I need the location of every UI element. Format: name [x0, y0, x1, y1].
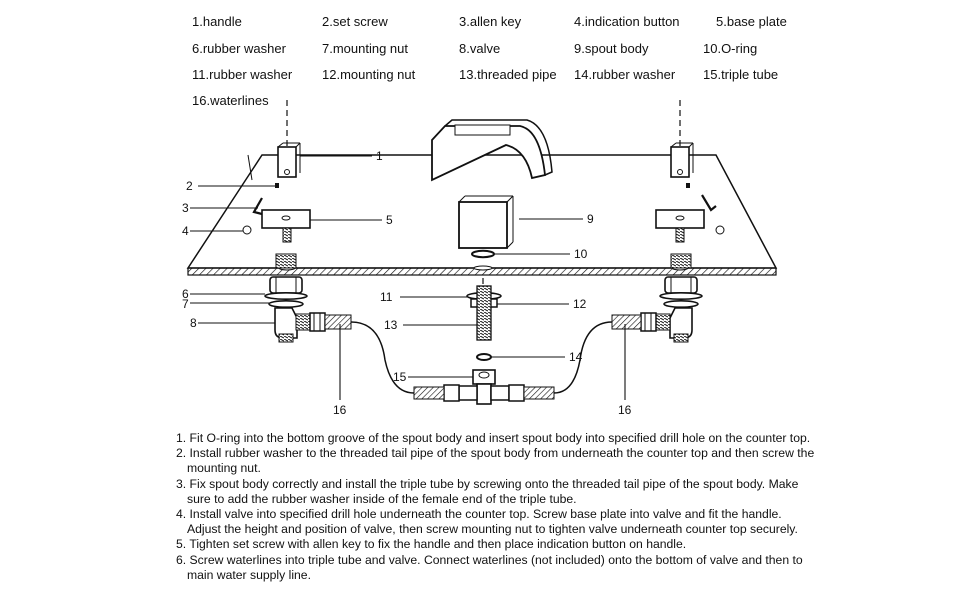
legend-item-o-ring: 10.O-ring: [703, 41, 758, 56]
callout-14: 14: [569, 350, 583, 364]
legend-item-handle: 1.handle: [192, 14, 242, 29]
left-valve: [264, 253, 352, 343]
legend-item-base-plate: 5.base plate: [716, 14, 787, 29]
waterlines: [350, 321, 613, 394]
left-set-screw: [275, 183, 279, 188]
legend-item-spout-body: 9.spout body: [574, 41, 649, 56]
spout-body: [431, 119, 553, 249]
callout-9: 9: [587, 212, 594, 226]
center-pipe-stack: [466, 285, 502, 361]
instruction-step-6: 6. Screw waterlines into triple tube and…: [176, 552, 803, 582]
instruction-step-4: 4. Install valve into specified drill ho…: [176, 507, 798, 537]
callout-12: 12: [573, 297, 587, 311]
left-handle-assembly: [242, 142, 311, 243]
callout-13: 13: [384, 318, 398, 332]
callout-8: 8: [190, 316, 197, 330]
instruction-step-5: 5. Tighten set screw with allen key to f…: [176, 537, 687, 552]
instruction-step-2: 2. Install rubber washer to the threaded…: [176, 446, 815, 476]
legend-item-set-screw: 2.set screw: [322, 14, 388, 29]
legend-item-threaded-pipe: 13.threaded pipe: [459, 67, 557, 82]
right-mounting-nut: [663, 299, 699, 308]
right-set-screw: [686, 183, 690, 188]
legend-item-rubber-washer-11: 11.rubber washer: [192, 67, 293, 82]
callout-16-left: 16: [333, 403, 347, 417]
legend-item-triple-tube: 15.triple tube: [703, 67, 779, 82]
callout-16-right: 16: [618, 403, 632, 417]
callout-numbers: 1 2 3 4 5 6 7 8 9 10 11 12 13 14 15 16 1…: [182, 149, 632, 417]
callout-5: 5: [386, 213, 393, 227]
instruction-step-3: 3. Fix spout body correctly and install …: [176, 476, 799, 506]
callout-3: 3: [182, 201, 189, 215]
legend-item-allen-key: 3.allen key: [459, 14, 522, 29]
legend-item-rubber-washer-14: 14.rubber washer: [574, 67, 676, 82]
legend-item-mounting-nut-12: 12.mounting nut: [322, 67, 416, 82]
right-handle-assembly: [655, 142, 725, 243]
parts-legend: 1.handle 2.set screw 3.allen key 4.indic…: [0, 0, 970, 110]
left-indication-button: [242, 225, 252, 235]
leader-lines: [190, 155, 626, 400]
callout-4: 4: [182, 224, 189, 238]
callout-11: 11: [380, 290, 393, 304]
triple-tube: [413, 369, 555, 405]
right-handle: [670, 146, 690, 178]
legend-item-waterlines: 16.waterlines: [192, 93, 269, 108]
left-allen-key: [252, 197, 263, 216]
center-rubber-washer-14: [476, 353, 492, 361]
installation-instructions: 1. Fit O-ring into the bottom groove of …: [176, 431, 816, 583]
legend-item-mounting-nut-7: 7.mounting nut: [322, 41, 409, 56]
callout-1: 1: [376, 149, 383, 163]
callout-7: 7: [182, 297, 189, 311]
right-rubber-washer: [659, 291, 703, 300]
left-handle: [277, 146, 297, 178]
right-valve: [611, 253, 703, 343]
callout-10: 10: [574, 247, 588, 261]
right-allen-key: [701, 194, 717, 212]
left-rubber-washer: [264, 291, 308, 300]
instruction-step-1: 1. Fit O-ring into the bottom groove of …: [176, 431, 811, 445]
threaded-pipe: [476, 285, 492, 341]
left-mounting-nut: [268, 299, 304, 308]
assembly-diagram: 1 2 3 4 5 6 7 8 9 10 11 12 13 14 15 16 1…: [182, 100, 778, 417]
legend-item-rubber-washer-6: 6.rubber washer: [192, 41, 286, 56]
callout-2: 2: [186, 179, 193, 193]
callout-15: 15: [393, 370, 407, 384]
legend-item-valve: 8.valve: [459, 41, 501, 56]
right-indication-button: [715, 225, 725, 235]
callout-6: 6: [182, 287, 189, 301]
legend-item-indication-button: 4.indication button: [574, 14, 680, 29]
